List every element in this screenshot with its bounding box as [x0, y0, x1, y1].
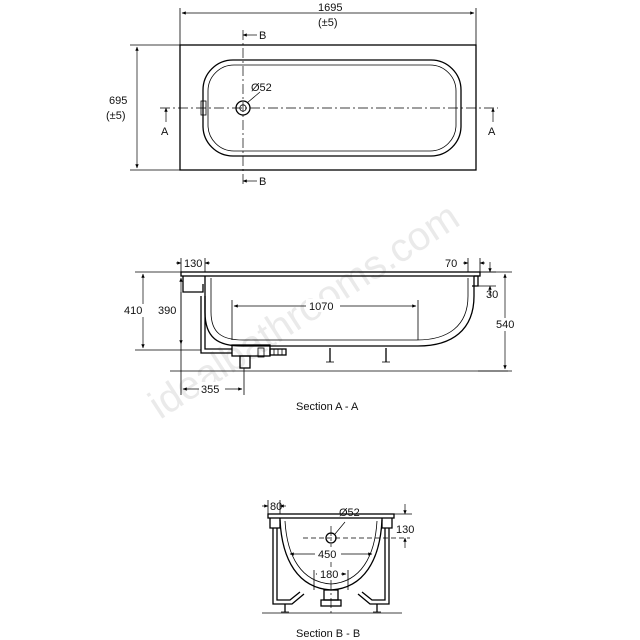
base-width-b: 450: [318, 549, 336, 561]
section-a-view: 130 70 30 1070 410 390 540: [124, 258, 518, 413]
total-height-dim: 540: [496, 319, 514, 331]
bath-outer-rim: [179, 44, 477, 171]
waste-offset-dim: 355: [201, 384, 219, 396]
waste-leader: [246, 91, 261, 104]
support-frame-right: [357, 528, 390, 605]
rim-width-b: 80: [270, 501, 282, 513]
waste-diameter-b: Ø52: [339, 507, 360, 519]
inner-depth-dim: 390: [158, 305, 176, 317]
plan-view: Ø52 B B A A 1695 (±5) 695 (±5): [106, 2, 498, 188]
floor-length-dim: 1070: [309, 301, 333, 313]
bath-shell-inner: [210, 278, 469, 341]
section-b-label-bottom: B: [259, 176, 266, 188]
depth-to-waste-b: 130: [396, 524, 414, 536]
section-a-label-right: A: [488, 126, 496, 138]
waste-diameter-label: Ø52: [251, 82, 272, 94]
left-rim-dim: 130: [184, 258, 202, 270]
width-value: 695: [109, 95, 127, 107]
floor-width-b: 180: [320, 569, 338, 581]
length-tolerance: (±5): [318, 17, 337, 29]
overflow-pipe: [200, 296, 232, 354]
left-rim-profile: [182, 276, 204, 293]
bath-shell-outer: [204, 276, 475, 347]
section-b-label-top: B: [259, 30, 266, 42]
rim-top: [180, 271, 481, 277]
rim-depth-dim: 30: [486, 289, 498, 301]
section-a-caption: Section A - A: [296, 401, 359, 413]
section-b-caption: Section B - B: [296, 628, 360, 640]
section-b-view: Ø52 80 130 450 180 Section B - B: [262, 500, 414, 640]
right-rim-dim: 70: [445, 258, 457, 270]
support-frame-left: [272, 528, 305, 605]
width-tolerance: (±5): [106, 110, 125, 122]
overall-height-dim: 410: [124, 305, 142, 317]
section-a-label-left: A: [161, 126, 169, 138]
length-value: 1695: [318, 2, 342, 14]
rim-top-b: [267, 513, 395, 519]
